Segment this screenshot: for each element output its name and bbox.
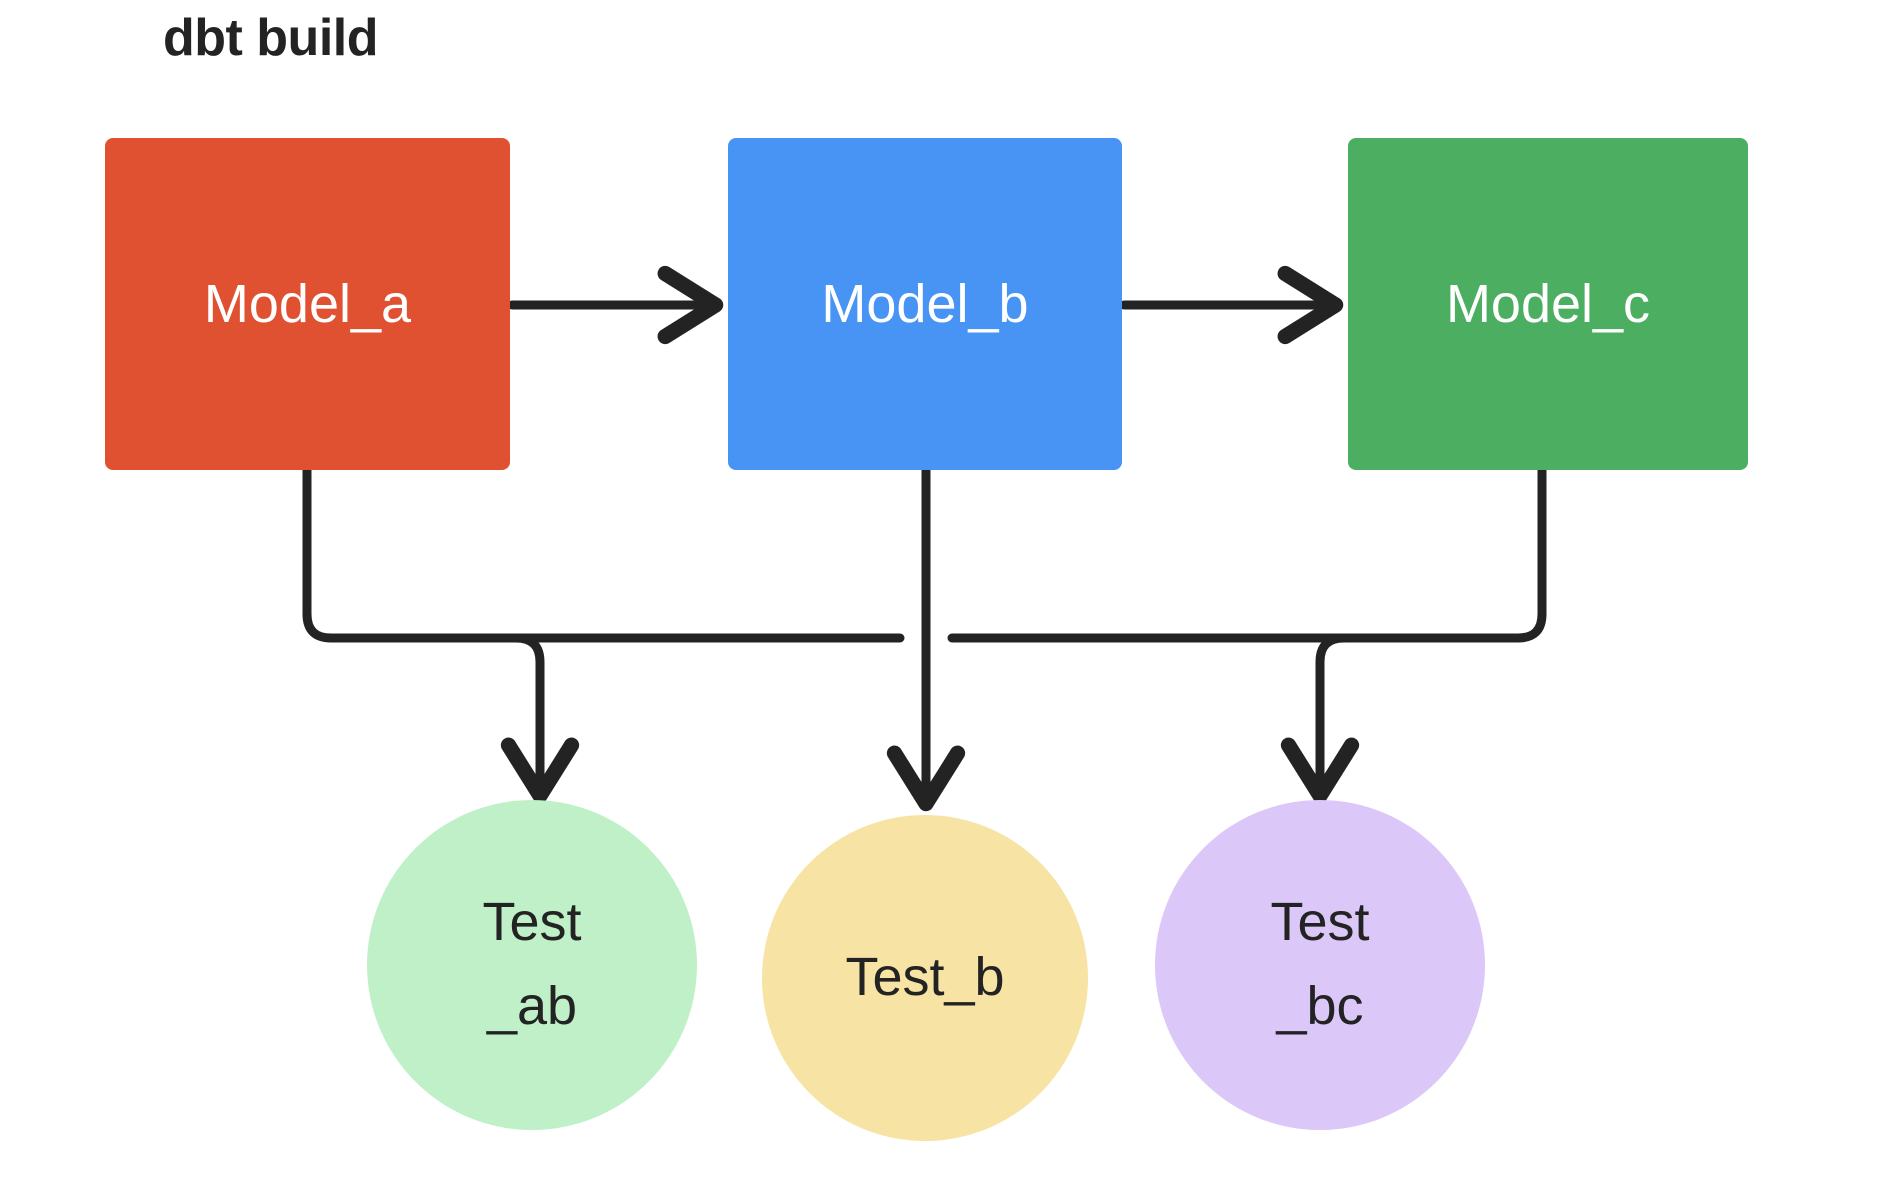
edge-bus-to-test-bc — [1280, 633, 1360, 804]
node-test-bc-label-line-1: Test — [1270, 892, 1370, 953]
diagram-title: dbt build — [163, 9, 378, 67]
node-test-ab-label: Test _ab — [482, 881, 581, 1048]
node-model-a-label: Model_a — [203, 274, 412, 334]
node-test-bc[interactable]: Test _bc — [1155, 800, 1485, 1130]
node-model-c-label: Model_c — [1445, 274, 1651, 334]
node-test-b[interactable]: Test_b — [762, 815, 1088, 1141]
edge-bus-to-test-ab — [500, 633, 580, 804]
node-test-bc-label: Test _bc — [1270, 881, 1369, 1048]
node-model-b-label: Model_b — [821, 274, 1029, 334]
node-test-b-label-line-1: Test_b — [845, 947, 1005, 1008]
node-model-a[interactable]: Model_a — [105, 138, 510, 470]
edge-model-c-to-bus — [947, 465, 1547, 643]
node-test-ab-label-line-2: _ab — [486, 976, 578, 1036]
node-test-ab-label-line-1: Test — [482, 892, 582, 953]
node-test-ab[interactable]: Test _ab — [367, 800, 697, 1130]
node-model-b[interactable]: Model_b — [728, 138, 1122, 470]
node-test-bc-label-line-2: _bc — [1276, 976, 1364, 1036]
node-test-b-label: Test_b — [845, 936, 1004, 1020]
edge-model-a-to-bus — [302, 465, 905, 643]
node-model-c[interactable]: Model_c — [1348, 138, 1748, 470]
